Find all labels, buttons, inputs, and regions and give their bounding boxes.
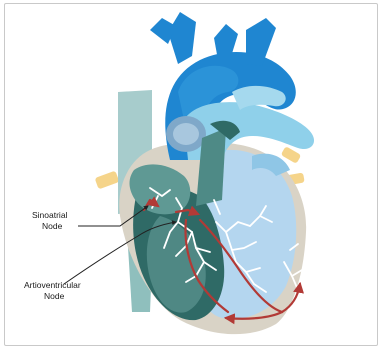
sinoatrial-label-line2: Node [42,221,63,231]
av-node-label-line1: Artioventricular [24,280,81,290]
sinoatrial-label-line1: Sinoatrial [32,210,68,220]
av-node-label-line2: Node [44,291,65,301]
